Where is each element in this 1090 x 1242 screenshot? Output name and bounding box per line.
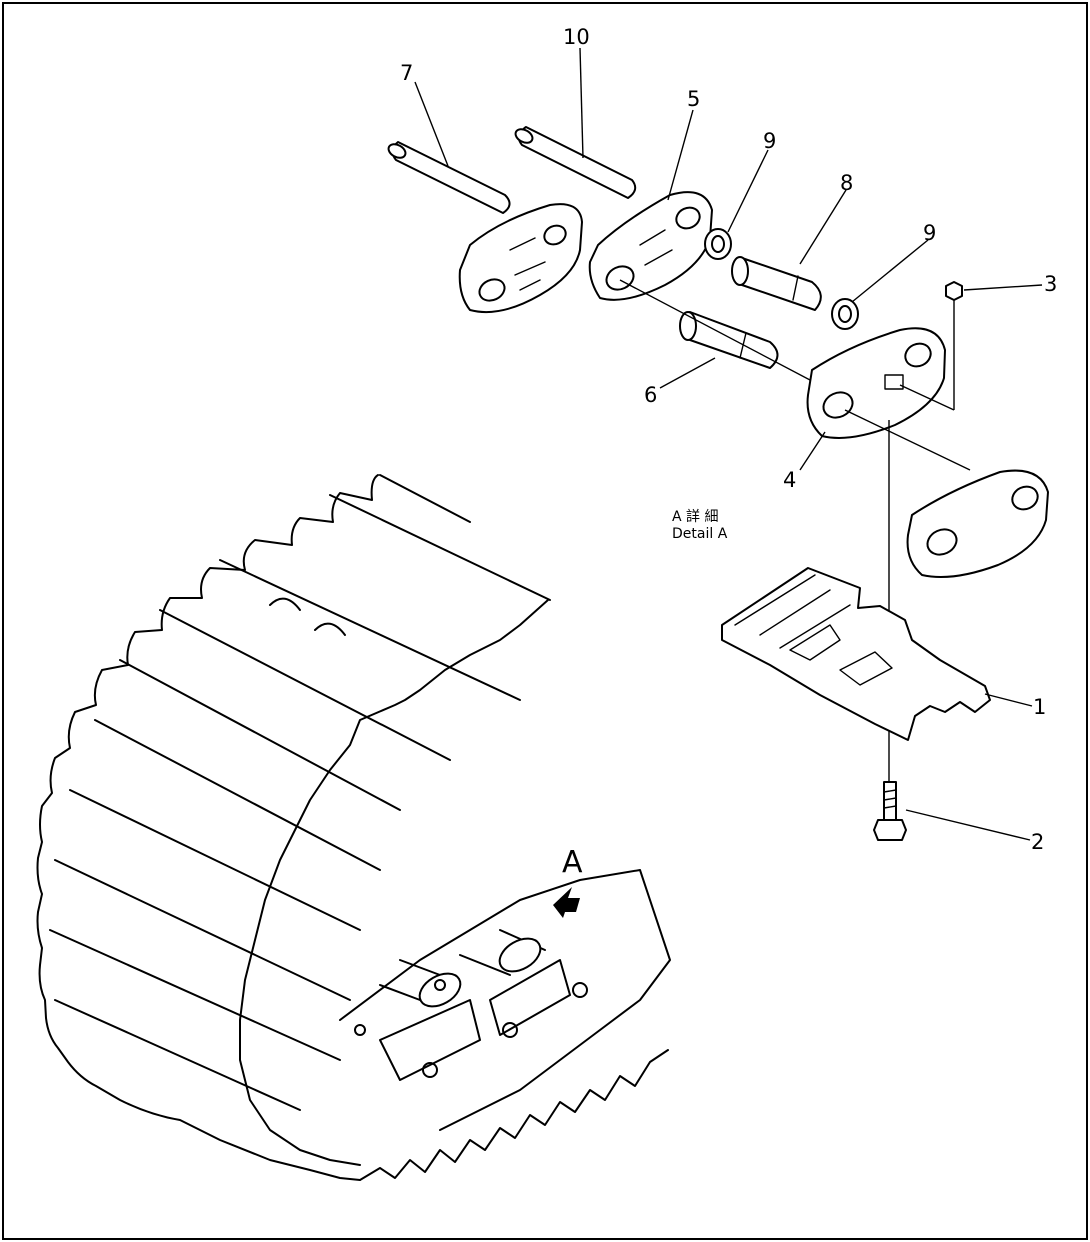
leader-7 [414, 81, 449, 167]
part-8-bushing [731, 256, 822, 311]
track-assembly [36, 474, 671, 1181]
detail-label-en: Detail A [672, 526, 728, 542]
part-1-shoe [721, 567, 991, 741]
callout-10: 10 [563, 25, 590, 49]
part-7-pin [387, 141, 511, 214]
part-3-nut [899, 281, 963, 411]
callout-4: 4 [783, 468, 796, 492]
part-6-bushing [679, 311, 779, 369]
leader-8 [799, 189, 847, 265]
leader-9a [727, 149, 769, 233]
callout-9-upper: 9 [763, 129, 776, 153]
leader-10 [579, 47, 584, 159]
leader-3 [963, 284, 1043, 291]
left-link [458, 203, 583, 314]
leader-2 [905, 809, 1031, 841]
callout-1: 1 [1033, 695, 1046, 719]
part-4-link [806, 327, 946, 439]
detail-a-arrow [553, 887, 580, 918]
part-5-link [588, 191, 713, 301]
leader-9b [851, 239, 929, 303]
callout-8: 8 [840, 171, 853, 195]
leader-4 [799, 431, 826, 471]
callout-9-lower: 9 [923, 221, 936, 245]
part-10-pin [514, 126, 637, 199]
alignment-line-2 [844, 409, 971, 471]
leader-5 [667, 109, 694, 201]
part-2-bolt [873, 781, 907, 841]
leader-6 [659, 357, 716, 389]
callout-7: 7 [400, 61, 413, 85]
callout-3: 3 [1044, 272, 1057, 296]
right-link [906, 469, 1049, 578]
view-letter-a: A [562, 845, 583, 880]
detail-label-jp: A 詳 細 [672, 509, 718, 525]
part-9-washer-lower [831, 298, 859, 330]
callout-5: 5 [687, 87, 700, 111]
leader-1 [984, 693, 1033, 707]
part-9-washer-upper [704, 228, 732, 260]
callout-2: 2 [1031, 830, 1044, 854]
callout-6: 6 [644, 383, 657, 407]
